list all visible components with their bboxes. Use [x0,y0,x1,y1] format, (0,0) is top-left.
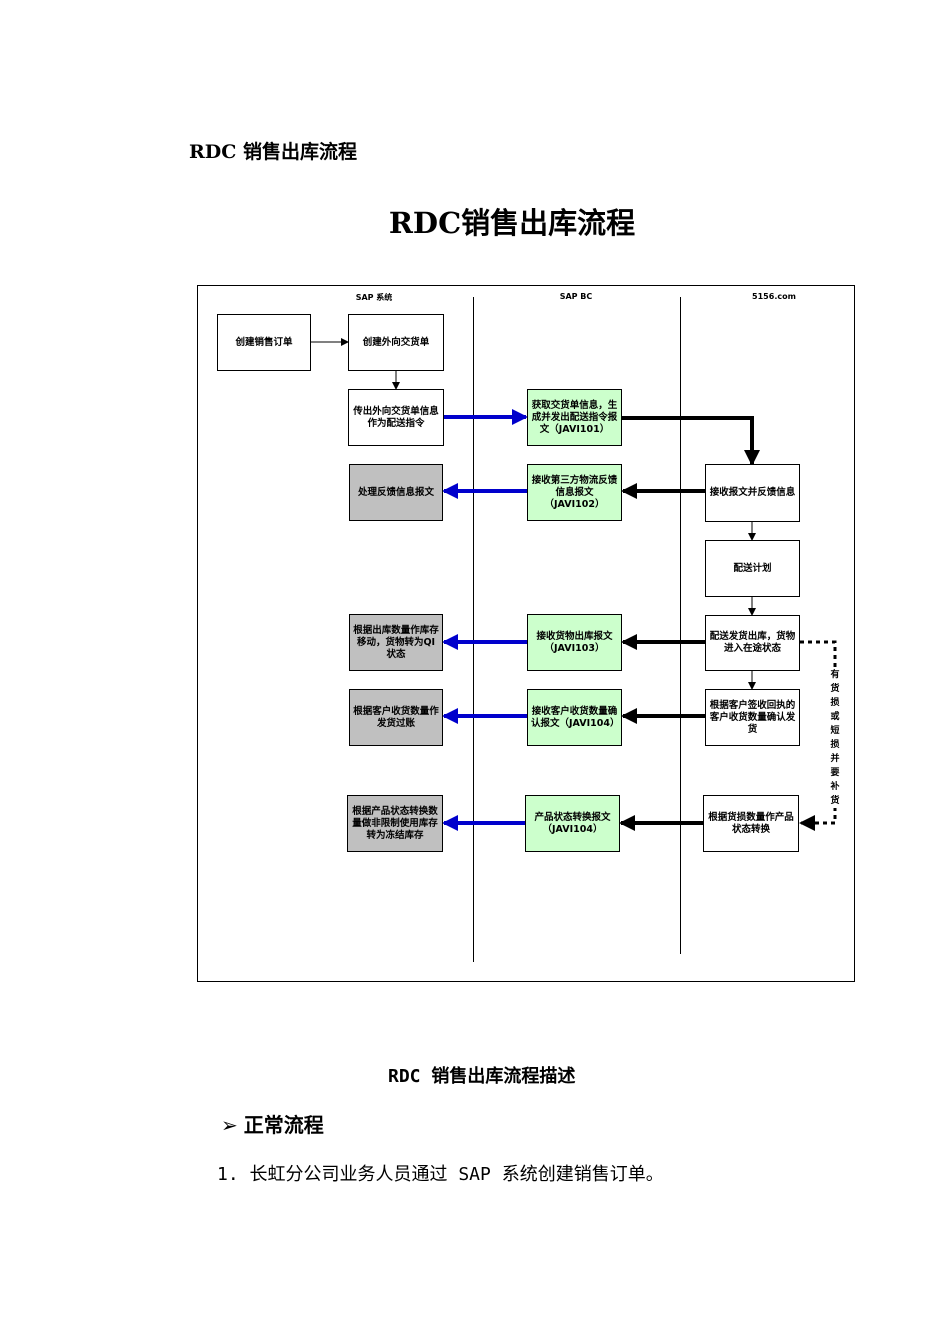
box-web-receive: 接收报文并反馈信息 [705,464,800,522]
box-web-sign: 根据客户签收回执的客户收货数量确认发货 [705,689,800,746]
arrow-bc-to-web [622,416,760,466]
box-post-delivery: 根据客户收货数量作发货过账 [349,689,443,746]
box-bc-status-convert: 产品状态转换报文（JAVI104） [525,795,620,852]
description-title: RDC 销售出库流程描述 [388,1066,576,1087]
section-title: ➢正常流程 [221,1109,324,1138]
box-freeze-stock: 根据产品状态转换数量做非限制使用库存转为冻结库存 [347,795,443,852]
figure-title: RDC销售出库流程 [388,206,636,240]
box-bc-receive-confirm: 接收客户收货数量确认报文（JAVI104） [527,689,622,746]
box-stock-move-qi: 根据出库数量作库存移动，货物转为QI状态 [349,614,443,671]
arrow-damage-loop [799,640,837,831]
box-create-order: 创建销售订单 [217,314,311,371]
lane-header-sap: SAP 系统 [355,293,393,302]
flowchart-frame [197,285,855,982]
box-handle-feedback: 处理反馈信息报文 [349,464,443,521]
lane-divider [473,297,474,962]
arrow-bullet-icon: ➢ [221,1113,238,1137]
damage-loop-note: 有货损或短损并要补货 [829,668,841,808]
section-title-text: 正常流程 [243,1113,324,1137]
box-bc-get-delivery: 获取交货单信息，生成并发出配送指令报文（JAVI101） [527,389,622,446]
lane-header-sapbc: SAP BC [559,292,593,301]
document-heading: RDC 销售出库流程 [189,141,358,163]
box-send-delivery: 传出外向交货单信息作为配送指令 [348,389,444,446]
lane-divider [680,297,681,954]
box-web-plan: 配送计划 [705,540,800,597]
box-bc-receive-outbound: 接收货物出库报文（JAVI103） [527,614,622,671]
box-create-delivery: 创建外向交货单 [348,314,444,371]
paragraph-1: 1. 长虹分公司业务人员通过 SAP 系统创建销售订单。 [217,1164,664,1185]
box-web-ship: 配送发货出库，货物进入在途状态 [705,615,800,671]
box-web-status: 根据货损数量作产品状态转换 [703,795,799,852]
lane-header-5156: 5156.com [752,292,796,301]
box-bc-receive-3pl: 接收第三方物流反馈信息报文（JAVI102） [527,464,622,521]
